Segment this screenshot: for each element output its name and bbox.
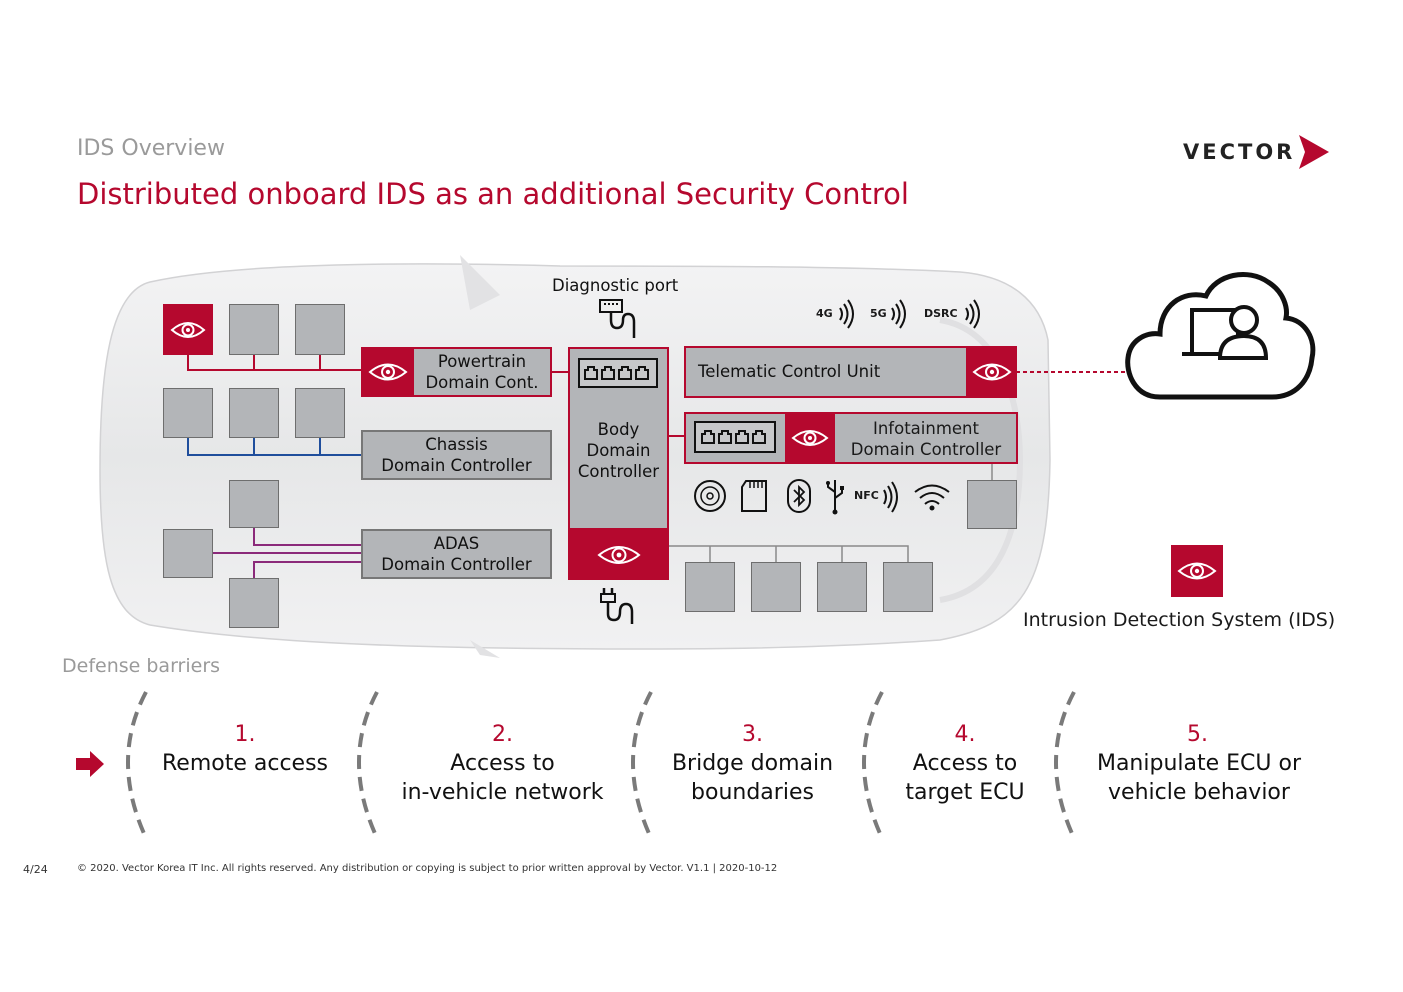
- barrier-5-line-2: vehicle behavior: [1108, 780, 1290, 805]
- chassis-label-1: Chassis: [425, 435, 488, 454]
- dsrc-label: DSRC: [924, 307, 958, 320]
- ecu-box: [229, 480, 279, 528]
- ids-ecu: [163, 304, 213, 355]
- body-label-1: Body: [597, 420, 640, 439]
- body-label-3: Controller: [577, 462, 660, 481]
- barrier-dividers: [126, 691, 1076, 839]
- barrier-3-line-1: Bridge domain: [671, 751, 834, 776]
- powertrain-label-2: Domain Cont.: [425, 373, 539, 392]
- 4g-label: 4G: [816, 307, 833, 320]
- ecu-box: [229, 304, 279, 355]
- barrier-1-text: Remote access: [150, 749, 340, 778]
- ids-eye-icon: [971, 363, 1012, 381]
- ecu-box: [229, 578, 279, 628]
- wifi-icon: [914, 484, 950, 511]
- powertrain-ids: [361, 347, 414, 397]
- infotainment-label-1: Infotainment: [872, 419, 979, 438]
- ecu-box: [967, 480, 1017, 529]
- ids-eye-icon: [596, 546, 641, 564]
- barrier-2-number: 2.: [492, 722, 513, 747]
- cloud-attacker-icon: [1125, 272, 1316, 400]
- ecu-box: [685, 562, 735, 612]
- charging-plug-icon: [600, 588, 634, 624]
- barrier-5-text: Manipulate ECU or vehicle behavior: [1080, 749, 1318, 807]
- signal-icon: [965, 299, 980, 329]
- adas-controller: ADAS Domain Controller: [361, 529, 552, 579]
- logo-arrow-icon: [1299, 135, 1329, 169]
- ecu-box: [295, 388, 345, 438]
- diagnostic-port-label: Diagnostic port: [552, 276, 679, 295]
- nfc-label: NFC: [854, 489, 879, 502]
- ethernet-switch-icon: [578, 358, 658, 388]
- bluetooth-icon: [787, 479, 811, 513]
- powertrain-label-1: Powertrain: [437, 352, 527, 371]
- slide-title: Distributed onboard IDS as an additional…: [77, 177, 909, 211]
- barrier-2-line-1: Access to: [450, 751, 555, 776]
- ecu-box: [295, 304, 345, 355]
- barrier-3-line-2: boundaries: [691, 780, 814, 805]
- legend-ids-swatch: [1171, 545, 1223, 597]
- ecu-box: [817, 562, 867, 612]
- diagnostic-port-icon: [599, 299, 636, 338]
- body-ids: [568, 530, 669, 580]
- copyright-notice: © 2020. Vector Korea IT Inc. All rights …: [77, 863, 778, 874]
- usb-icon: [826, 480, 844, 515]
- 5g-label: 5G: [870, 307, 887, 320]
- barriers-heading: Defense barriers: [62, 655, 221, 677]
- logo-text: VECTOR: [1183, 140, 1296, 164]
- telematic-control-unit: [684, 346, 1017, 398]
- barrier-5-number: 5.: [1187, 722, 1208, 747]
- barrier-3-number: 3.: [742, 722, 763, 747]
- ecu-box: [163, 529, 213, 578]
- body-label-2: Domain: [586, 441, 651, 460]
- barrier-2-text: Access to in-vehicle network: [385, 749, 620, 807]
- arrow-right-icon: [76, 751, 104, 777]
- adas-label-1: ADAS: [433, 534, 480, 553]
- barrier-2-line-2: in-vehicle network: [401, 780, 604, 805]
- powertrain-controller: Powertrain Domain Cont.: [412, 347, 552, 397]
- slide-subtitle: IDS Overview: [77, 136, 225, 161]
- page-number: 4/24: [23, 863, 48, 876]
- signal-icon: [839, 299, 854, 329]
- barrier-4-number: 4.: [954, 722, 976, 747]
- ids-eye-icon: [791, 430, 829, 446]
- telematic-label: Telematic Control Unit: [698, 362, 881, 381]
- barrier-4-line-1: Access to: [912, 751, 1018, 776]
- ecu-box: [229, 388, 279, 438]
- barrier-1-line-1: Remote access: [161, 751, 328, 776]
- ecu-box: [751, 562, 801, 612]
- barrier-4-line-2: target ECU: [905, 780, 1025, 805]
- ecu-box: [163, 388, 213, 438]
- chassis-label-2: Domain Controller: [381, 456, 532, 475]
- ids-eye-icon: [367, 363, 408, 381]
- barrier-3-text: Bridge domain boundaries: [655, 749, 850, 807]
- legend-label: Intrusion Detection System (IDS): [1023, 609, 1336, 631]
- infotainment-ids: [785, 414, 835, 462]
- wireless-icons: 4G 5G DSRC: [816, 298, 986, 332]
- infotainment-label-2: Domain Controller: [850, 440, 1002, 459]
- ids-eye-icon: [170, 321, 206, 338]
- signal-icon: [891, 299, 906, 329]
- barrier-4-text: Access to target ECU: [885, 749, 1045, 807]
- infotainment-label: Infotainment Domain Controller: [838, 418, 1014, 460]
- adas-label-2: Domain Controller: [381, 555, 532, 574]
- ecu-box: [883, 562, 933, 612]
- chassis-controller: Chassis Domain Controller: [361, 430, 552, 480]
- telematic-ids: [966, 346, 1017, 398]
- sd-card-icon: [741, 480, 767, 512]
- disc-icon: [694, 480, 726, 512]
- barrier-5-line-1: Manipulate ECU or: [1096, 751, 1302, 776]
- barrier-1-number: 1.: [234, 722, 256, 747]
- ethernet-switch-icon: [694, 421, 776, 453]
- vector-logo: VECTOR: [1183, 133, 1333, 173]
- ids-eye-icon: [1177, 562, 1217, 580]
- nfc-signal-icon: [883, 481, 898, 513]
